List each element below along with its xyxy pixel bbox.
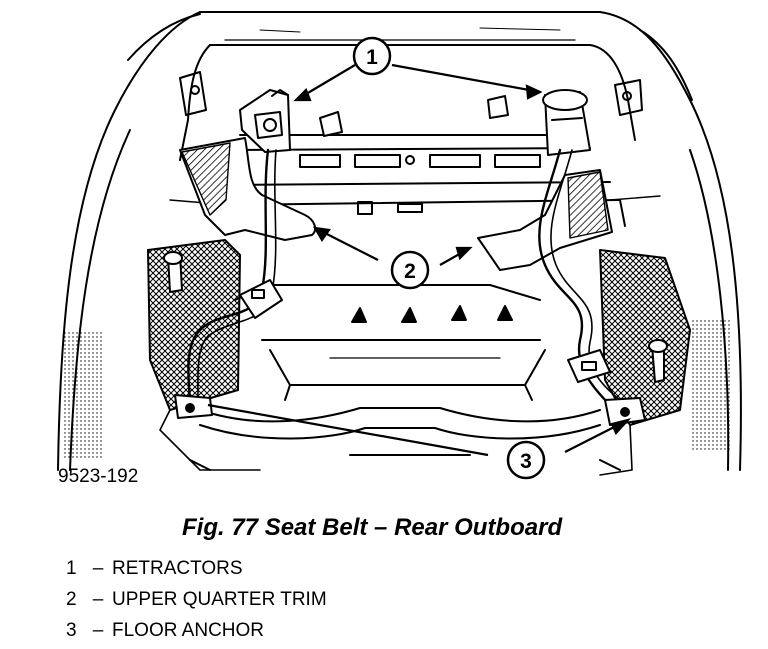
left-trim-fastener	[319, 111, 343, 137]
legend-item-separator: –	[92, 620, 104, 641]
right-quarter-texture	[690, 320, 730, 450]
arrowhead-2-left	[312, 226, 331, 243]
left-floor-anchor	[163, 251, 213, 419]
right-upper-quarter-trim	[477, 169, 613, 271]
legend-item: 2–UPPER QUARTER TRIM	[66, 587, 327, 618]
legend-item-number: 2	[66, 589, 77, 610]
legend-item: 1–RETRACTORS	[66, 556, 327, 587]
right-quarter-panel	[599, 249, 691, 426]
legend-item-number: 1	[66, 558, 77, 579]
arrowhead-1-left	[293, 88, 312, 102]
rear-seat-back	[169, 134, 661, 231]
left-quarter-panel	[147, 239, 241, 411]
left-upper-quarter-trim	[179, 137, 317, 241]
legend-item-separator: –	[92, 589, 104, 610]
callout-2-number: 2	[404, 260, 416, 283]
right-latch-slot	[581, 361, 597, 371]
left-latch-slot	[251, 289, 265, 299]
left-belt-webbing	[187, 148, 270, 402]
arrowhead-2-right	[455, 246, 473, 261]
leader-line-1-right	[391, 63, 541, 94]
left-quarter-texture	[64, 330, 102, 460]
figure-caption: Fig. 77 Seat Belt – Rear Outboard	[182, 514, 563, 541]
callout-1: 1	[352, 36, 392, 76]
arrowhead-3-right	[610, 418, 632, 435]
legend-list: 1–RETRACTORS 2–UPPER QUARTER TRIM 3–FLOO…	[66, 556, 327, 649]
right-trim-fastener	[487, 95, 509, 119]
legend-item: 3–FLOOR ANCHOR	[66, 618, 327, 649]
legend-item-label: UPPER QUARTER TRIM	[112, 589, 327, 610]
callout-2: 2	[390, 250, 430, 290]
right-belt-latch	[567, 349, 611, 383]
legend-item-label: FLOOR ANCHOR	[112, 620, 265, 641]
callout-3-number: 3	[520, 450, 532, 473]
callout-3: 3	[506, 440, 546, 480]
left-retractor	[179, 71, 291, 153]
legend-item-number: 3	[66, 620, 77, 641]
legend-item-separator: –	[92, 558, 104, 579]
seat-belt-illustration: 1 2 3	[57, 11, 742, 480]
arrowhead-1-right	[525, 84, 543, 100]
right-floor-anchor	[604, 339, 668, 426]
legend-item-label: RETRACTORS	[112, 558, 243, 579]
callout-1-number: 1	[366, 46, 378, 69]
leader-line-3-left	[207, 403, 489, 457]
right-retractor	[542, 79, 643, 156]
figure-code: 9523-192	[58, 466, 139, 487]
